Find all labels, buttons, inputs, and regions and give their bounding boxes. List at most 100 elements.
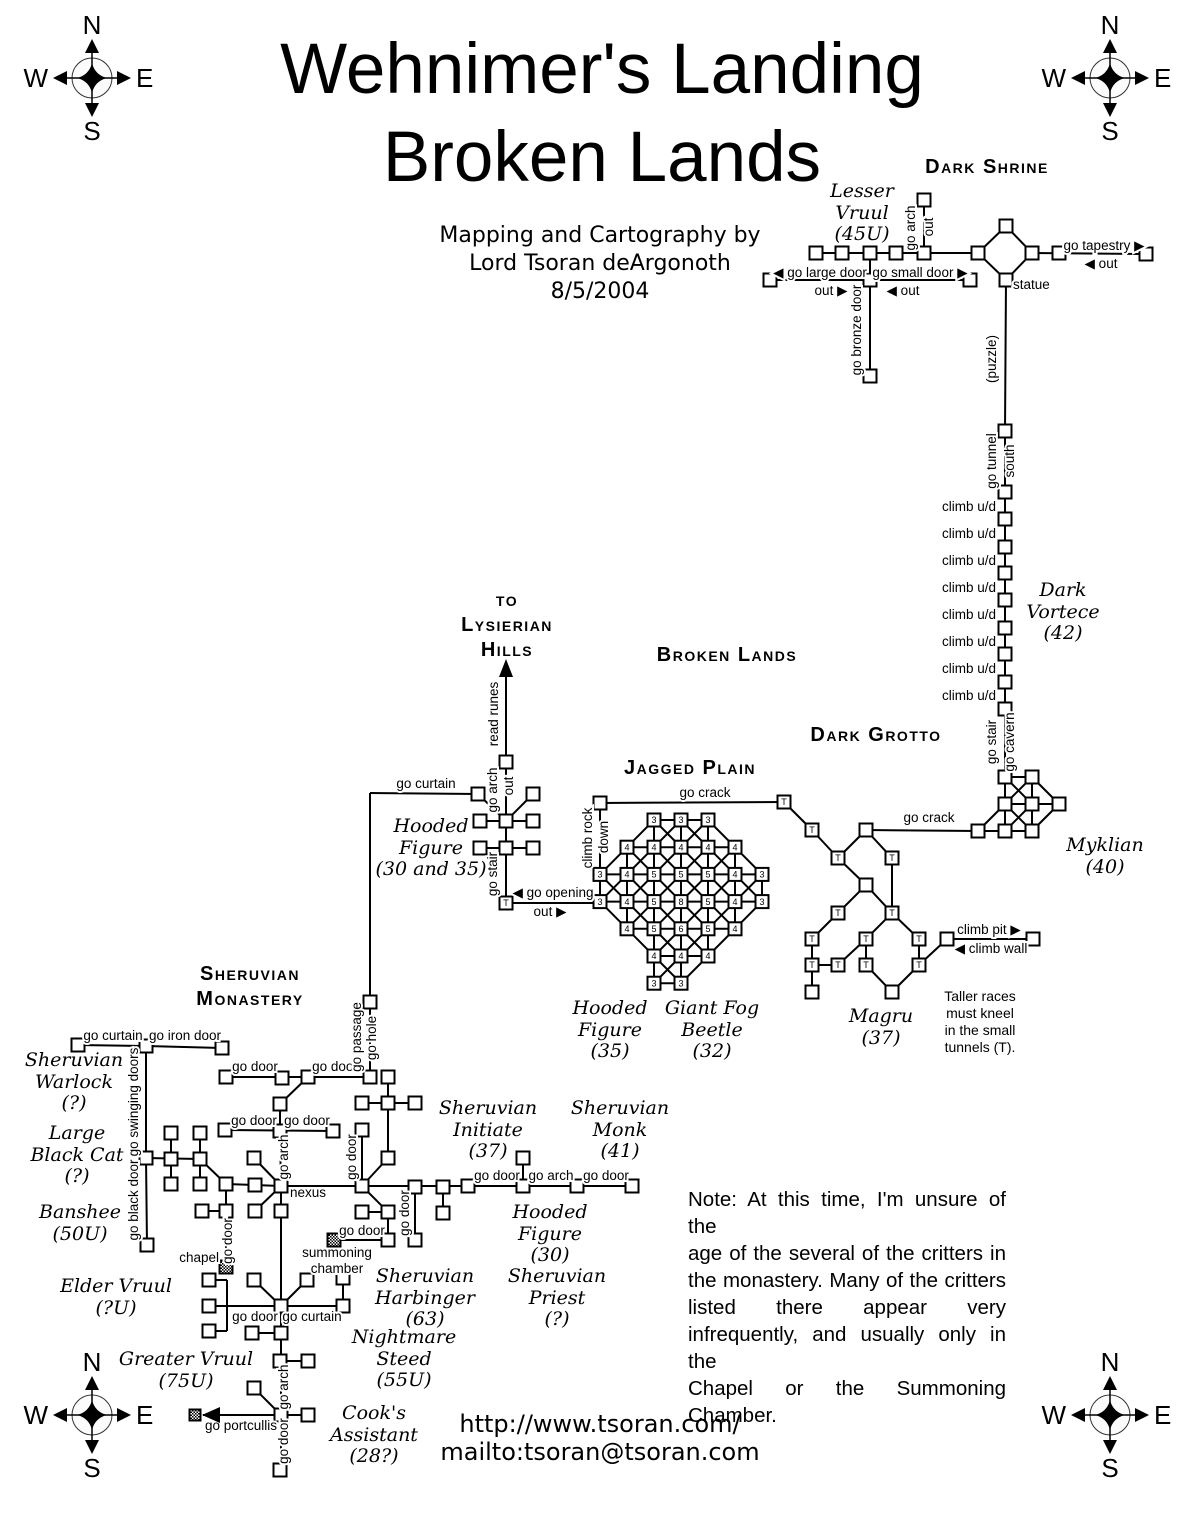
note-line: age of the several of the critters in (688, 1242, 1006, 1265)
credit-block: Mapping and Cartography by Lord Tsoran d… (439, 222, 760, 306)
node-glyph: T (809, 960, 815, 970)
map-node (407, 1095, 423, 1111)
map-node (884, 984, 900, 1000)
map-label: go tapestry ▶ (1064, 238, 1146, 253)
header-jagged-plain: Jagged Plain (623, 757, 757, 779)
map-node (997, 701, 1013, 717)
maze-room-node (700, 866, 716, 882)
rotated-map-label: go bronze door (849, 284, 864, 375)
maze-room-node (646, 839, 662, 855)
map-node (997, 565, 1013, 581)
map-node (163, 1176, 179, 1192)
map-label: go iron door (149, 1028, 222, 1043)
node-glyph: T (781, 797, 787, 807)
map-label: ◀ go opening (513, 885, 594, 900)
map-label: ◀ out (887, 283, 920, 298)
map-node (380, 1150, 396, 1166)
map-label: climb u/d (942, 526, 996, 541)
compass-letter: S (83, 116, 100, 146)
maze-room-node (727, 866, 743, 882)
map-label: climb u/d (942, 553, 996, 568)
maze-room-node (592, 894, 608, 910)
maze-room-node (673, 921, 689, 937)
node-glyph: 5 (651, 870, 656, 880)
map-label: climb u/d (942, 580, 996, 595)
node-glyph: 4 (732, 870, 737, 880)
map-node (244, 1325, 260, 1341)
map-node (460, 1178, 476, 1194)
map-node (380, 1095, 396, 1111)
note-line: Chapel or the Summoning (688, 1377, 1006, 1400)
maze-room-node (646, 975, 662, 991)
map-node (272, 1096, 288, 1112)
compass-letter: E (1154, 63, 1171, 93)
map-node (862, 272, 878, 288)
node-glyph: T (863, 934, 869, 944)
map-node (246, 1272, 262, 1288)
map-label: chapel (179, 1250, 219, 1265)
maze-room-node (646, 948, 662, 964)
label-elder-vruul: Elder Vruul(?U) (60, 1275, 172, 1319)
maze-room-node (592, 866, 608, 882)
map-label: nexus (290, 1185, 326, 1200)
compass-letter: N (1101, 1347, 1120, 1377)
map-label: go door (232, 1309, 278, 1324)
map-edge (369, 792, 479, 795)
map-node (192, 1151, 208, 1167)
map-label: go door (339, 1223, 385, 1238)
node-glyph: 3 (678, 815, 683, 825)
compass-letter: S (83, 1453, 100, 1483)
map-label: out ▶ (534, 904, 568, 919)
maze-room-node (673, 866, 689, 882)
map-node (407, 1179, 423, 1195)
map-node (435, 1205, 451, 1221)
map-node (498, 813, 514, 829)
map-node (335, 1298, 351, 1314)
label-myklian: Myklian(40) (1066, 834, 1144, 878)
rotated-map-label: go black door (126, 1159, 141, 1241)
rotated-map-label: out (501, 776, 516, 795)
header-broken-lands: Broken Lands (656, 644, 798, 666)
map-label: ◀ go large door (773, 265, 867, 280)
map-edge (145, 1045, 223, 1049)
maze-room-node (727, 894, 743, 910)
portcullis-icon (188, 1408, 202, 1422)
maze-room-node (673, 894, 689, 910)
map-node (380, 1232, 396, 1248)
map-node (138, 1038, 154, 1054)
map-node (246, 1150, 262, 1166)
header-dark-grotto: Dark Grotto (810, 724, 942, 746)
summoning-chamber-icon (326, 1232, 342, 1248)
map-node (380, 1069, 396, 1085)
rotated-map-label: go arch (485, 767, 500, 812)
map-node (997, 674, 1013, 690)
map-node (916, 245, 932, 261)
compass-letter: W (23, 63, 48, 93)
map-node (1024, 245, 1040, 261)
map-node (163, 1151, 179, 1167)
map-node (218, 1069, 234, 1085)
rotated-map-label: go arch (276, 1364, 291, 1409)
node-glyph: 8 (678, 897, 683, 907)
map-node (592, 795, 608, 811)
map-node (515, 1150, 531, 1166)
maze-room-node (673, 812, 689, 828)
map-node (998, 218, 1014, 234)
node-glyph: 4 (732, 897, 737, 907)
map-node (470, 786, 486, 802)
node-glyph: 5 (705, 897, 710, 907)
map-node (862, 368, 878, 384)
map-node (192, 1176, 208, 1192)
compass-letter: S (1101, 1453, 1118, 1483)
credit-line-2: Lord Tsoran deArgonoth (469, 251, 731, 276)
map-label: go portcullis (205, 1418, 277, 1433)
tunnel-node (830, 905, 846, 921)
map-label: go curtain (396, 776, 455, 791)
